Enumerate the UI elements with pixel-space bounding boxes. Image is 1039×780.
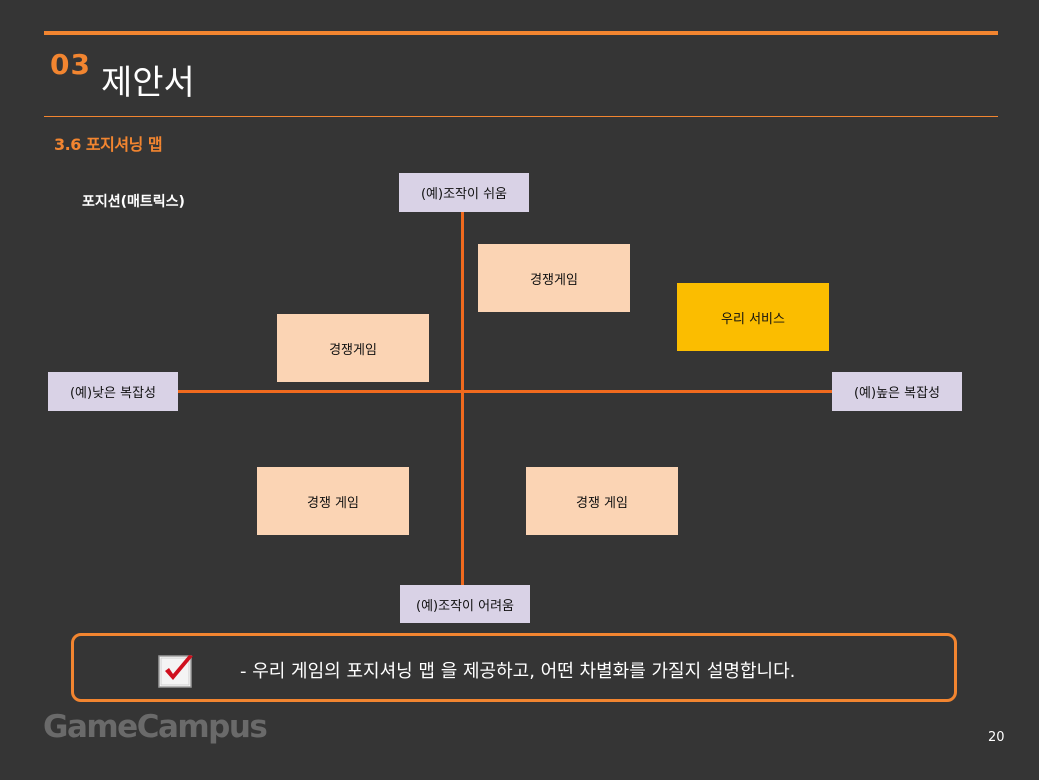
page-number: 20	[988, 730, 1005, 745]
callout-text: - 우리 게임의 포지셔닝 맵 을 제공하고, 어떤 차별화를 가질지 설명합니…	[240, 661, 796, 682]
competitor-box: 경쟁 게임	[526, 467, 678, 535]
competitor-box: 경쟁 게임	[257, 467, 409, 535]
matrix-label: 포지션(매트릭스)	[82, 194, 185, 210]
gamecampus-logo: GameCampus	[43, 709, 268, 745]
callout-box	[71, 633, 957, 702]
top-rule	[44, 31, 998, 35]
horizontal-axis	[177, 390, 833, 393]
section-number: 03	[50, 48, 91, 81]
axis-label-right: (예)높은 복잡성	[832, 372, 962, 411]
axis-label-bottom: (예)조작이 어려움	[400, 585, 530, 623]
competitor-box: 경쟁게임	[478, 244, 630, 312]
subsection-title: 3.6 포지셔닝 맵	[54, 135, 163, 154]
axis-label-top: (예)조작이 쉬움	[399, 173, 529, 212]
page-title: 제안서	[101, 63, 195, 103]
competitor-box: 경쟁게임	[277, 314, 429, 382]
our-service-box: 우리 서비스	[677, 283, 829, 351]
axis-label-left: (예)낮은 복잡성	[48, 372, 178, 411]
checkbox-checked-icon	[158, 653, 196, 689]
vertical-axis	[461, 212, 464, 585]
title-divider	[44, 116, 998, 117]
